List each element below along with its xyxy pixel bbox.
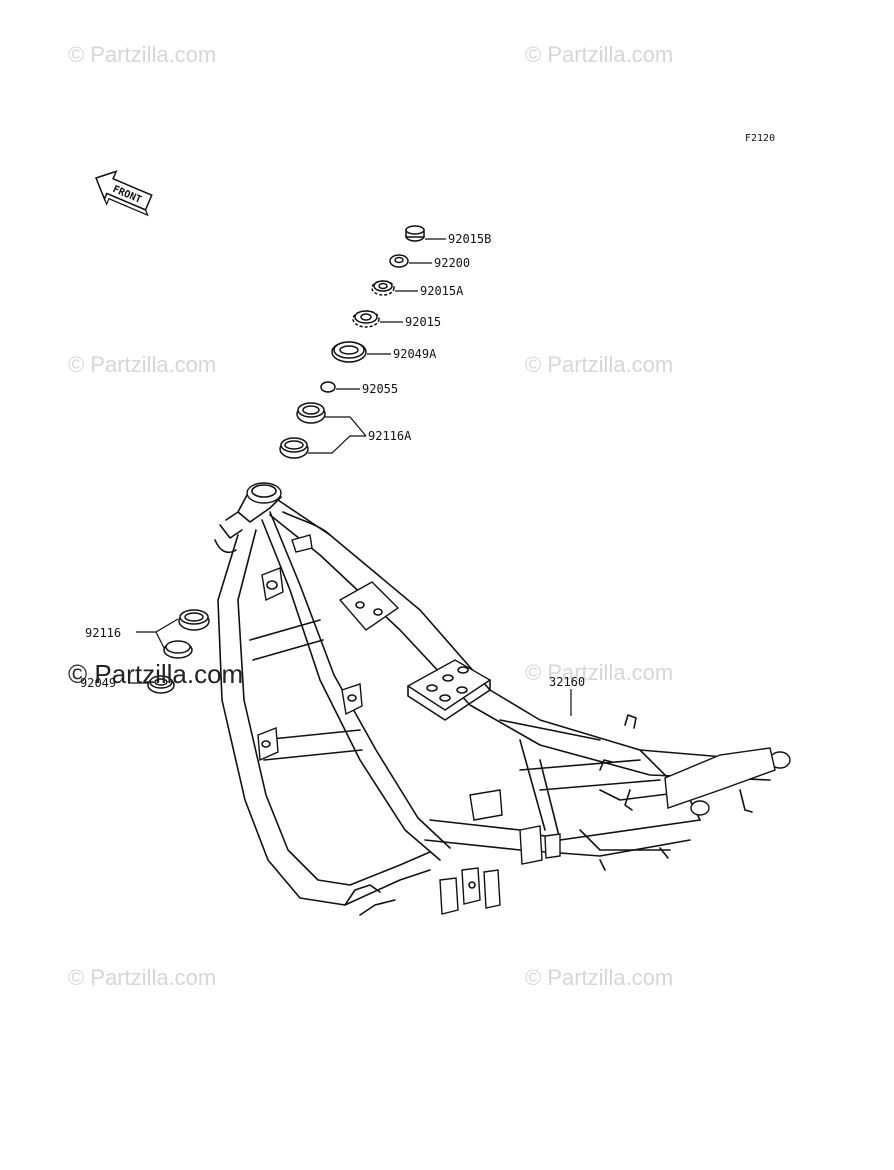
part-92200-icon — [389, 254, 409, 268]
watermark: © Partzilla.com — [525, 42, 673, 67]
part-92116A-icon — [279, 402, 326, 459]
watermark: © Partzilla.com — [525, 660, 673, 685]
watermark: © Partzilla.com — [68, 659, 243, 689]
watermark: © Partzilla.com — [68, 352, 216, 377]
callout-label: 92055 — [362, 382, 398, 396]
watermark: © Partzilla.com — [525, 352, 673, 377]
diagram-code: F2120 — [745, 133, 775, 144]
motorcycle-frame-icon — [214, 482, 791, 916]
callout-label: 92015B — [448, 232, 491, 246]
part-92055-icon — [320, 381, 336, 393]
watermark: © Partzilla.com — [68, 42, 216, 67]
watermark: © Partzilla.com — [525, 965, 673, 990]
callout-label: 92116 — [85, 626, 121, 640]
callout-label: 92049A — [393, 347, 437, 361]
callout-label: 92116A — [368, 429, 412, 443]
front-arrow-icon: FRONT — [95, 170, 153, 217]
watermark: © Partzilla.com — [68, 965, 216, 990]
part-92015B-icon — [405, 225, 425, 242]
callout-label: 92200 — [434, 256, 470, 270]
callout-label: 92049 — [80, 676, 116, 690]
callout-label: 92015A — [420, 284, 464, 298]
part-92116-icon — [163, 609, 210, 659]
part-92049-icon — [147, 675, 175, 694]
callout-label: 92015 — [405, 315, 441, 329]
part-92015-icon — [352, 310, 380, 328]
callout-label: 32160 — [549, 675, 585, 689]
part-92015A-icon — [371, 280, 395, 296]
part-92049A-icon — [331, 341, 367, 363]
